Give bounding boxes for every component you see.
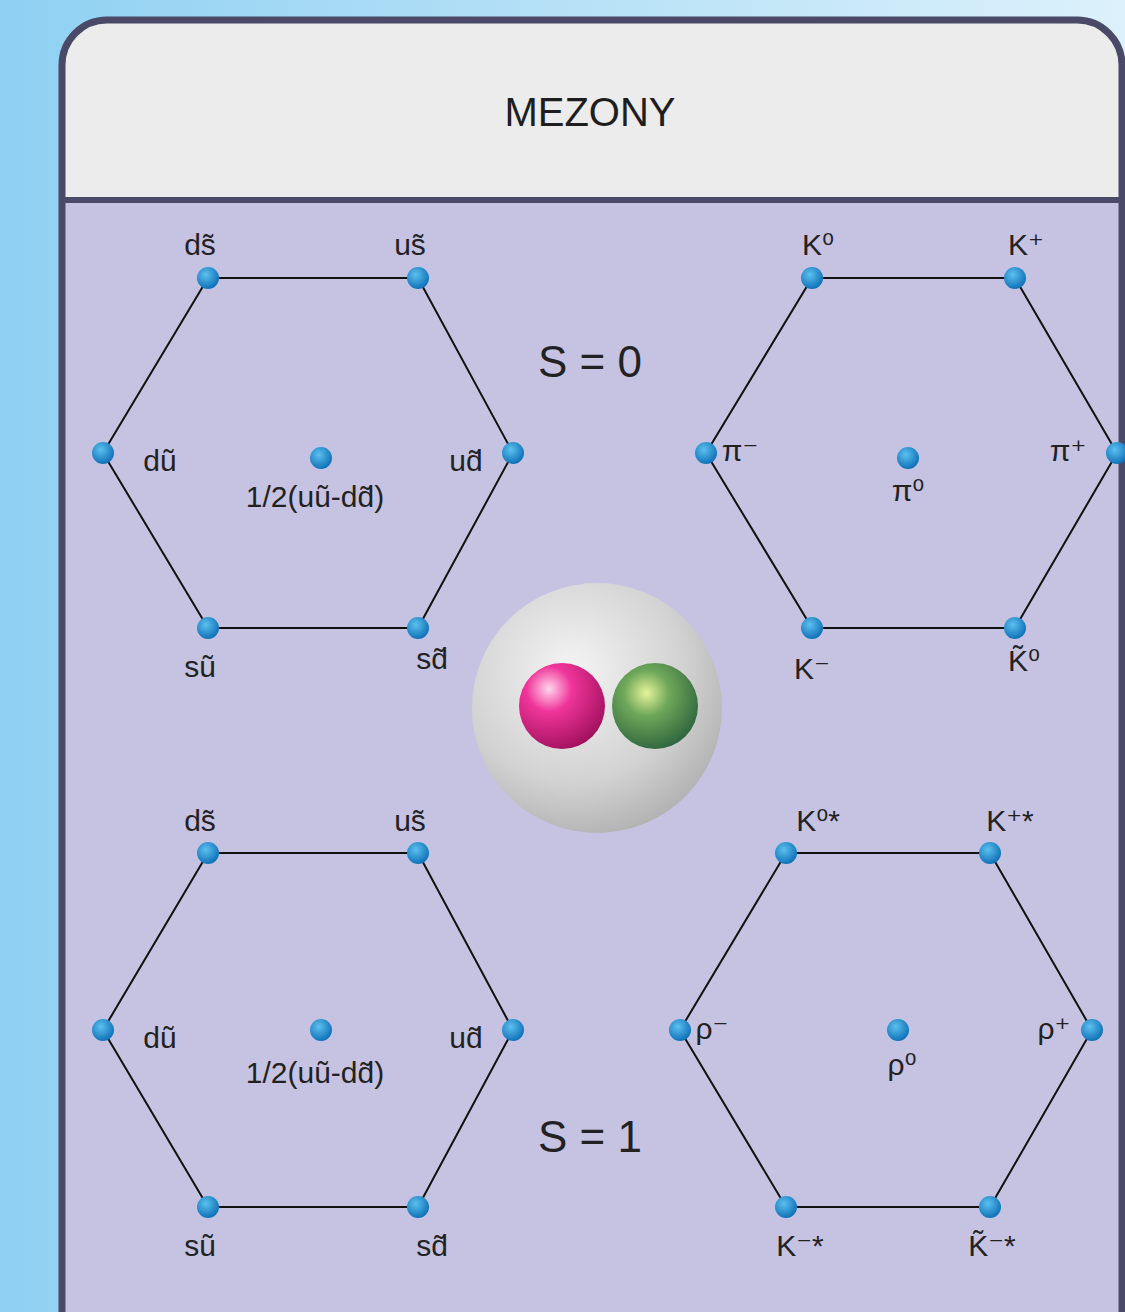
particle-label: K⁺* [986, 804, 1034, 837]
state-dot [407, 617, 429, 639]
particle-label: dũ [143, 444, 176, 477]
state-dot [1004, 617, 1026, 639]
state-dot [669, 1019, 691, 1041]
state-dot [979, 1196, 1001, 1218]
particle-label: π⁻ [722, 434, 759, 467]
state-dot [310, 1019, 332, 1041]
particle-label: K̃⁻* [968, 1229, 1016, 1262]
state-dot [502, 1019, 524, 1041]
title: MEZONY [504, 90, 675, 134]
spin-label: S = 1 [538, 1113, 642, 1161]
particle-label: K⁰* [796, 804, 840, 837]
particle-label: K⁻* [776, 1229, 824, 1262]
particle-label: K̃⁰ [1008, 644, 1040, 677]
quark-ball [519, 663, 605, 749]
particle-label: 1/2(uũ-dd̃) [246, 480, 384, 513]
particle-label: ρ⁺ [1038, 1012, 1071, 1045]
state-dot [407, 842, 429, 864]
state-dot [92, 442, 114, 464]
state-dot [197, 1196, 219, 1218]
state-dot [1106, 442, 1125, 464]
particle-label: ds̃ [184, 804, 216, 837]
particle-label: sũ [184, 650, 216, 683]
state-dot [1081, 1019, 1103, 1041]
particle-label: ud̃ [449, 444, 482, 477]
particle-label: us̃ [394, 804, 426, 837]
weight-hexagon [92, 267, 524, 639]
particle-label: 1/2(uũ-dd̃) [246, 1056, 384, 1089]
particle-label: ρ⁻ [696, 1012, 729, 1045]
state-dot [1004, 267, 1026, 289]
meson-sphere [472, 583, 722, 833]
particle-label: K⁻ [794, 652, 830, 685]
state-dot [92, 1019, 114, 1041]
state-dot [407, 1196, 429, 1218]
hexagon-outline [103, 853, 513, 1207]
header-divider [62, 197, 1122, 203]
hexagon-outline [103, 278, 513, 628]
meson-sphere [472, 583, 722, 833]
particle-label: K⁰ [802, 228, 834, 261]
state-dot [197, 842, 219, 864]
weight-hexagon [695, 267, 1125, 639]
panel-border [62, 20, 1122, 1312]
weight-hexagon [92, 842, 524, 1218]
particle-label: ud̃ [449, 1021, 482, 1054]
state-dot [310, 447, 332, 469]
state-dot [775, 842, 797, 864]
state-dot [197, 617, 219, 639]
particle-label: K⁺ [1008, 228, 1044, 261]
particle-label: π⁰ [892, 474, 925, 507]
state-dot [801, 267, 823, 289]
particle-label: us̃ [394, 228, 426, 261]
particle-label: sd̃ [416, 642, 448, 675]
weight-hexagon [669, 842, 1103, 1218]
particle-label: sd̃ [416, 1229, 448, 1262]
state-dot [407, 267, 429, 289]
state-dot [695, 442, 717, 464]
particle-label: dũ [143, 1021, 176, 1054]
hexagon-outline [706, 278, 1117, 628]
state-dot [897, 447, 919, 469]
spin-label: S = 0 [538, 338, 642, 386]
state-dot [979, 842, 1001, 864]
state-dot [801, 617, 823, 639]
state-dot [502, 442, 524, 464]
header-band [62, 20, 1122, 200]
state-dot [887, 1019, 909, 1041]
antiquark-ball [612, 663, 698, 749]
particle-label: ρ⁰ [887, 1048, 916, 1081]
panel [62, 20, 1122, 1312]
hexagon-outline [680, 853, 1092, 1207]
state-dot [775, 1196, 797, 1218]
particle-label: ds̃ [184, 228, 216, 261]
particle-label: sũ [184, 1229, 216, 1262]
state-dot [197, 267, 219, 289]
particle-label: π⁺ [1050, 434, 1087, 467]
